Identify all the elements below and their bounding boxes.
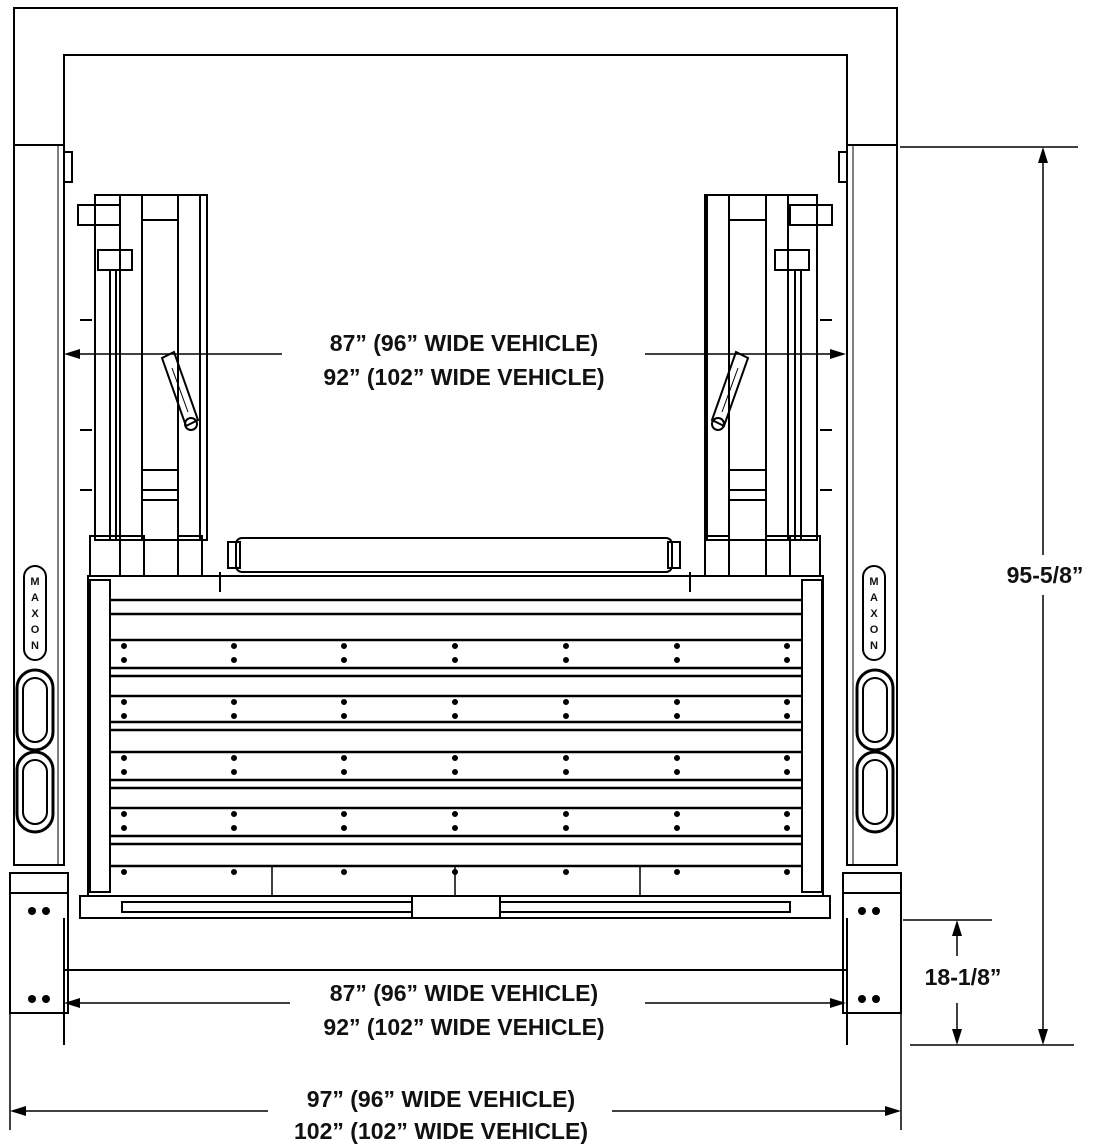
bed-height-label: 18-1/8” xyxy=(925,964,1002,990)
overall-height-label: 95-5/8” xyxy=(1007,562,1084,588)
lower-base xyxy=(9,872,902,1130)
lower-width-line1: 87” (96” WIDE VEHICLE) xyxy=(330,980,598,1006)
right-release-handle xyxy=(710,350,750,431)
platform-slats xyxy=(110,598,802,896)
overall-width-line2: 102” (102” WIDE VEHICLE) xyxy=(294,1118,588,1144)
right-upper-assembly xyxy=(704,194,833,577)
right-oval-lower xyxy=(855,750,895,834)
upper-width-line2: 92” (102” WIDE VEHICLE) xyxy=(323,364,604,390)
torsion-roller xyxy=(219,537,691,592)
left-oval-lower xyxy=(15,750,55,834)
vehicle-frame-outline xyxy=(13,7,898,145)
left-column xyxy=(13,144,73,866)
left-upper-assembly xyxy=(77,194,208,577)
maxon-logo-right xyxy=(862,565,886,661)
right-column xyxy=(838,144,898,866)
upper-width-line1: 87” (96” WIDE VEHICLE) xyxy=(330,330,598,356)
overall-width-line1: 97” (96” WIDE VEHICLE) xyxy=(307,1086,575,1112)
left-release-handle xyxy=(160,350,200,431)
dimension-lines xyxy=(14,146,1078,1112)
maxon-logo-left xyxy=(23,565,47,661)
right-oval-upper xyxy=(855,668,895,752)
lower-width-line2: 92” (102” WIDE VEHICLE) xyxy=(323,1014,604,1040)
dimension-arrowheads xyxy=(10,147,1048,1116)
platform xyxy=(79,575,831,919)
base-bolts xyxy=(28,907,880,1003)
left-oval-upper xyxy=(15,668,55,752)
